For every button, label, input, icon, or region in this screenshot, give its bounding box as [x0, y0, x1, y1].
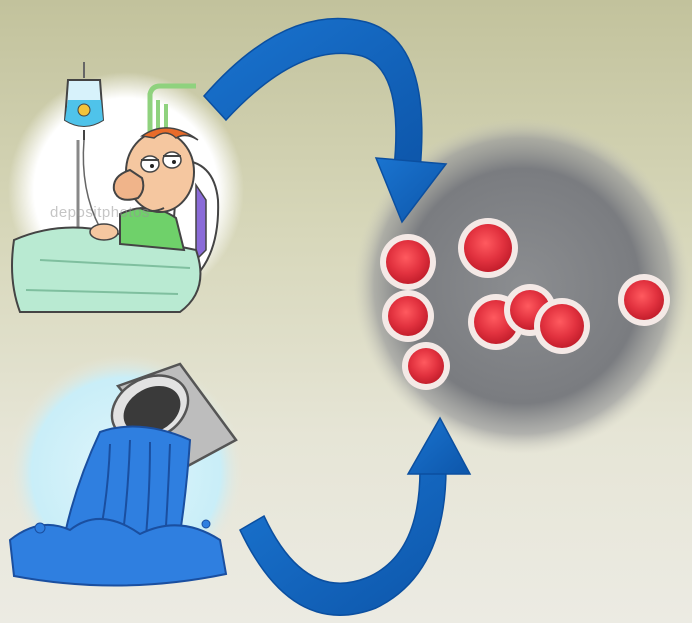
bottom-curved-arrow-icon: [240, 418, 470, 615]
watermark-text: depositphotos: [50, 204, 150, 221]
colony: [618, 274, 670, 326]
colony: [458, 218, 518, 278]
colony: [382, 290, 434, 342]
colony: [380, 234, 436, 290]
colony: [534, 298, 590, 354]
colony: [402, 342, 450, 390]
wastewater-pipe-icon: [8, 354, 244, 590]
